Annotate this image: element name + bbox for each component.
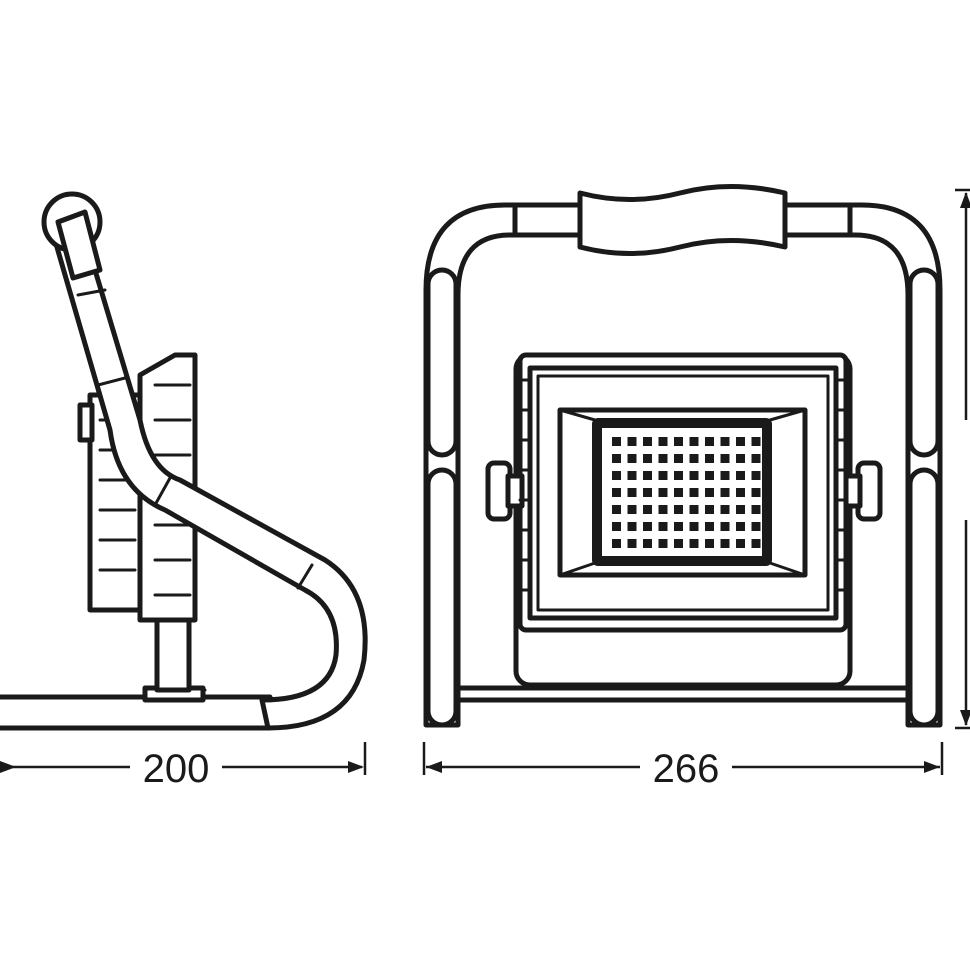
led-chip — [658, 522, 668, 531]
led-chip — [627, 505, 637, 514]
side-view — [0, 191, 368, 731]
led-chip — [612, 471, 621, 480]
side-handle-knob — [41, 191, 103, 281]
led-chip — [689, 471, 699, 480]
led-chip — [705, 437, 714, 446]
led-chip — [612, 488, 621, 497]
led-chip — [720, 522, 730, 531]
led-chip — [612, 437, 621, 446]
front-crossbar — [455, 685, 911, 703]
led-chip — [658, 488, 668, 497]
led-chip — [720, 488, 730, 497]
front-width-dimension: 266 — [422, 742, 944, 791]
led-chip — [689, 539, 699, 548]
led-chip — [705, 522, 714, 531]
led-chip — [643, 488, 652, 497]
led-chip — [705, 454, 714, 463]
led-chip — [674, 488, 683, 497]
led-chip — [689, 437, 699, 446]
led-chip — [736, 488, 745, 497]
led-chip — [705, 471, 714, 480]
led-chip — [720, 505, 730, 514]
front-led-panel — [592, 418, 772, 566]
led-chip — [705, 539, 714, 548]
led-chip — [751, 505, 761, 514]
led-chip — [736, 471, 745, 480]
led-chip — [627, 437, 637, 446]
side-base-plate — [0, 685, 273, 731]
side-width-dimension: 200 — [0, 742, 367, 791]
led-chip — [720, 539, 730, 548]
led-chip — [658, 437, 668, 446]
led-chip — [643, 454, 652, 463]
led-chip — [720, 437, 730, 446]
led-chip — [736, 437, 745, 446]
led-chip — [751, 522, 761, 531]
led-chip — [674, 539, 683, 548]
led-chip — [736, 505, 745, 514]
led-chip — [627, 454, 637, 463]
led-chip — [643, 522, 652, 531]
led-chip — [674, 505, 683, 514]
led-chip — [705, 488, 714, 497]
led-chip — [720, 471, 730, 480]
led-chip — [658, 539, 668, 548]
led-chip — [751, 437, 761, 446]
led-chip — [643, 505, 652, 514]
led-chip — [736, 539, 745, 548]
front-height-dimension: 275 — [955, 188, 970, 730]
led-chip — [674, 522, 683, 531]
led-grid — [612, 437, 761, 548]
led-chip — [751, 454, 761, 463]
led-chip — [643, 539, 652, 548]
led-chip — [751, 471, 761, 480]
led-chip — [643, 471, 652, 480]
led-chip — [658, 471, 668, 480]
led-chip — [658, 454, 668, 463]
led-chip — [674, 454, 683, 463]
led-chip — [720, 454, 730, 463]
front-carry-grip — [577, 184, 788, 256]
led-chip — [627, 539, 637, 548]
led-chip — [643, 437, 652, 446]
led-chip — [627, 522, 637, 531]
led-chip — [689, 522, 699, 531]
led-chip — [612, 505, 621, 514]
led-chip — [705, 505, 714, 514]
led-chip — [612, 454, 621, 463]
led-chip — [612, 522, 621, 531]
front-leg-pads — [425, 267, 941, 728]
led-chip — [612, 539, 621, 548]
led-chip — [674, 471, 683, 480]
led-chip — [751, 488, 761, 497]
led-chip — [627, 488, 637, 497]
led-chip — [689, 505, 699, 514]
front-width-label: 266 — [653, 747, 720, 791]
front-view — [423, 184, 943, 728]
led-chip — [658, 505, 668, 514]
led-chip — [736, 522, 745, 531]
led-chip — [689, 454, 699, 463]
led-chip — [751, 539, 761, 548]
led-chip — [736, 454, 745, 463]
side-width-label: 200 — [143, 747, 210, 791]
led-chip — [674, 437, 683, 446]
led-chip — [627, 471, 637, 480]
led-chip — [689, 488, 699, 497]
